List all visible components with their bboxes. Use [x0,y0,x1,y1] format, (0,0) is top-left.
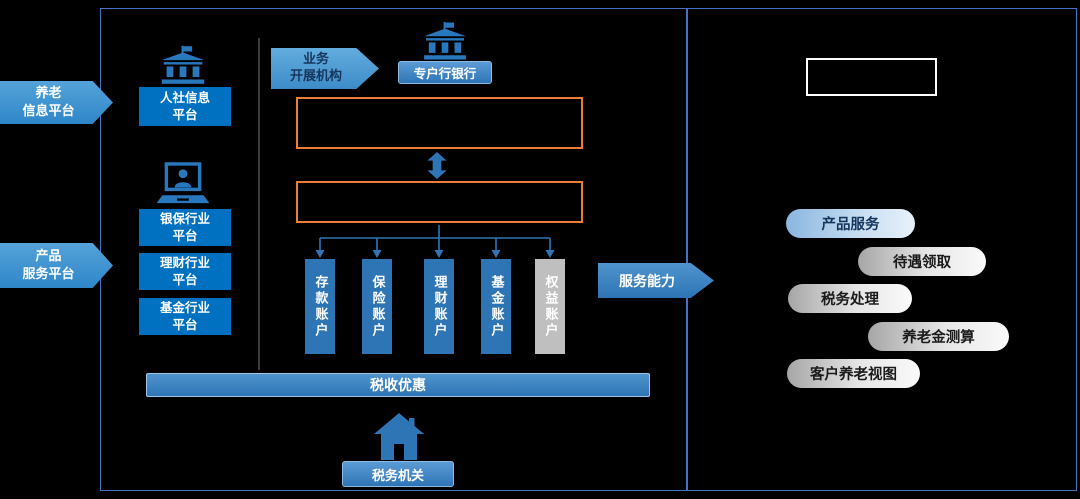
business-org-arrow-line1: 业务 [302,51,329,67]
capability-benefit-claim-label: 待遇领取 [893,255,951,271]
special-account-bank-button: 专户行银行 [398,61,492,84]
bank-insurance-industry-platform-box: 银保行业 平台 [139,209,231,246]
wealth-account-box: 理财账户 [424,259,454,354]
deposit-account-box: 存款账户 [305,259,335,354]
orange-frame-bottom [296,181,583,223]
tax-benefit-bar: 税收优惠 [146,373,650,397]
tax-benefit-label: 税收优惠 [370,378,426,394]
house-icon [373,413,425,460]
fund-industry-line1: 基金行业 [159,300,210,316]
product-service-platform-tag-line1: 产品 [35,248,62,264]
deposit-account-label: 存款账户 [312,274,328,339]
orange-frame-top [296,97,583,149]
connector-tree [300,225,580,259]
capability-customer-view-label: 客户养老视图 [810,367,897,383]
product-service-platform-tag: 产品 服务平台 [0,243,113,288]
business-org-arrow: 业务 开展机构 [271,48,379,89]
fund-account-box: 基金账户 [481,259,511,354]
tax-office-button: 税务机关 [342,461,454,487]
service-panel [687,8,1077,491]
capability-pill-tax-handling: 税务处理 [788,284,912,313]
fund-account-label: 基金账户 [488,274,504,339]
service-capability-label: 服务能力 [619,273,675,290]
wealth-industry-platform-box: 理财行业 平台 [139,253,231,290]
pension-info-platform-tag-line2: 信息平台 [22,103,75,119]
hr-info-platform-line2: 平台 [172,106,198,122]
government-building-icon [156,45,210,85]
insurance-account-label: 保险账户 [369,274,385,339]
special-account-bank-label: 专户行银行 [413,66,477,81]
wealth-industry-line1: 理财行业 [159,255,210,271]
capability-tax-handling-label: 税务处理 [821,292,879,308]
bank-insurance-industry-line2: 平台 [172,227,198,243]
fund-industry-line2: 平台 [172,316,198,332]
logo-placeholder [806,58,937,96]
tax-office-label: 税务机关 [371,468,424,484]
double-arrow-icon [427,152,447,179]
bank-insurance-industry-line1: 银保行业 [159,211,210,227]
hr-info-platform-line1: 人社信息 [159,90,210,106]
pension-info-platform-tag-line1: 养老 [35,85,62,101]
service-capability-arrow: 服务能力 [598,263,714,298]
equity-account-box: 权益账户 [535,259,565,354]
main-panel [100,8,687,491]
capability-pension-calc-label: 养老金测算 [902,330,975,346]
capability-product-service-label: 产品服务 [821,217,880,233]
capability-pill-pension-calc: 养老金测算 [868,322,1009,351]
capability-pill-customer-view: 客户养老视图 [787,359,920,388]
fund-industry-platform-box: 基金行业 平台 [139,298,231,335]
insurance-account-box: 保险账户 [362,259,392,354]
wealth-industry-line2: 平台 [172,271,198,287]
wealth-account-label: 理财账户 [431,274,447,339]
equity-account-label: 权益账户 [542,274,558,339]
laptop-user-icon [155,162,211,207]
product-service-platform-tag-line2: 服务平台 [22,266,75,282]
business-org-arrow-line2: 开展机构 [289,68,342,84]
hr-info-platform-box: 人社信息 平台 [139,87,231,126]
capability-pill-product-service: 产品服务 [786,209,915,238]
bank-building-icon [416,22,474,60]
capability-pill-benefit-claim: 待遇领取 [858,247,986,276]
inner-divider-line [258,38,260,370]
pension-info-platform-tag: 养老 信息平台 [0,81,113,124]
